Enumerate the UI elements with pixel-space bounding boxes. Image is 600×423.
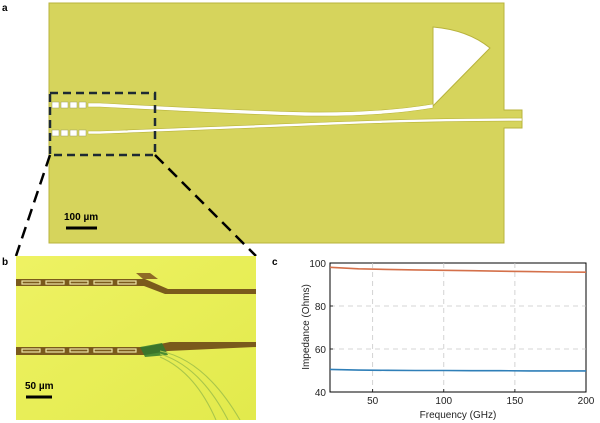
chart-x-tick-label: 200 bbox=[578, 396, 595, 407]
chart-x-tick-label: 50 bbox=[367, 396, 379, 407]
chip-sector-opening bbox=[432, 26, 491, 108]
panel-label-a: a bbox=[2, 3, 8, 14]
zoom-guide-right bbox=[154, 154, 257, 257]
panel-label-b: b bbox=[2, 257, 9, 268]
electrode-lower-pads bbox=[21, 348, 137, 353]
zoom-region-box bbox=[48, 91, 157, 157]
zoom-guide-lines bbox=[14, 154, 257, 257]
chart-x-tick-label: 150 bbox=[507, 396, 524, 407]
electrode-upper bbox=[16, 279, 256, 294]
pad-array-upper bbox=[51, 101, 87, 109]
scale-bar-b-label: 50 µm bbox=[25, 381, 54, 392]
chart-x-axis-label: Frequency (GHz) bbox=[420, 410, 497, 421]
chart-grid bbox=[330, 263, 586, 392]
chart-y-axis-label: Impedance (Ohms) bbox=[301, 284, 312, 370]
pad-array-lower bbox=[51, 129, 87, 137]
electrode-upper-pads bbox=[21, 280, 137, 285]
green-taper bbox=[140, 343, 168, 357]
trace-lower bbox=[87, 117, 523, 135]
chart-ticks: 50 100 150 200 40 60 80 100 bbox=[309, 259, 594, 407]
chip-body bbox=[48, 2, 523, 244]
chart-plot-area bbox=[329, 262, 587, 393]
trace-upper bbox=[87, 102, 434, 117]
chart-series-line-1 bbox=[329, 266, 587, 273]
chart-series bbox=[329, 266, 587, 372]
scale-bar-a-label: 100 µm bbox=[64, 212, 98, 223]
chart-y-tick-label: 60 bbox=[315, 345, 327, 356]
chart-y-tick-label: 40 bbox=[315, 388, 327, 399]
chart-y-tick-label: 100 bbox=[309, 259, 326, 270]
chart-x-tick-label: 100 bbox=[435, 396, 452, 407]
chart-y-tick-label: 80 bbox=[315, 302, 327, 313]
chart-series-line-2 bbox=[329, 368, 586, 372]
electrode-upper-finger bbox=[136, 273, 158, 279]
panel-c-chart: 50 100 150 200 40 60 80 100 Frequency (GHz) Imp… bbox=[301, 259, 595, 421]
panel-label-c: c bbox=[272, 257, 278, 268]
panel-a-chip-layout: 100 µm bbox=[48, 2, 523, 244]
panel-b-micrograph: 50 µm bbox=[16, 256, 256, 420]
zoom-guide-left bbox=[14, 154, 52, 257]
curved-waveguides bbox=[159, 350, 241, 420]
